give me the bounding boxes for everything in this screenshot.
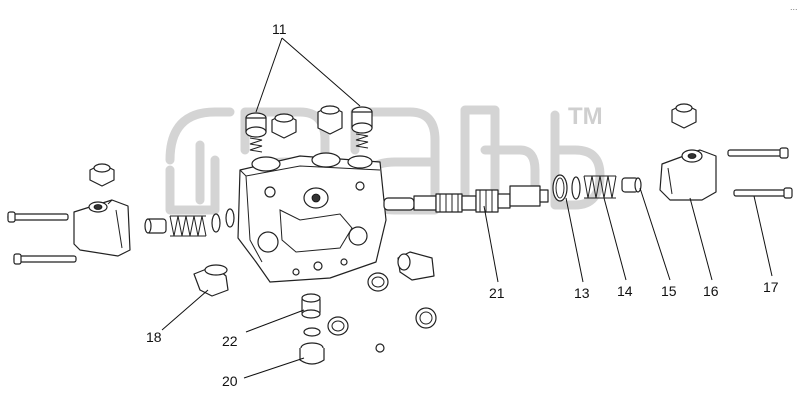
spool [383,185,549,213]
left-washer [211,208,235,233]
right-washer [571,176,581,200]
callout-20: 20 [222,373,238,389]
fitting-22 [301,293,321,319]
right-end-cover [659,149,717,201]
callout-15: 15 [661,283,677,299]
callout-21: 21 [489,285,505,301]
watermark-tm: TM [568,103,603,130]
top-screw-left [245,112,267,153]
top-screw-right [351,106,373,149]
left-cap-nut [89,163,115,187]
callout-22: 22 [222,333,238,349]
side-fitting [397,251,435,281]
right-long-bolt-top [727,147,789,159]
top-cap-nut-a [271,113,297,139]
left-plunger [144,218,167,234]
left-long-bolt-bottom [13,253,77,265]
plug-20 [299,342,325,365]
seal-rings [303,272,437,353]
corner-note: ... [790,2,798,12]
right-spring [583,175,617,199]
callout-13: 13 [574,285,590,301]
callout-17: 17 [763,279,779,295]
top-cap-nut-b [317,105,343,135]
callout-11: 11 [272,21,287,37]
left-long-bolt-top [7,211,69,223]
callout-labels: 11 21 13 14 15 16 17 18 22 20 ... [146,2,798,389]
left-spring [169,215,207,237]
callout-14: 14 [617,283,633,299]
right-seat [621,177,642,193]
right-cap-nut [671,103,697,129]
leader-lines [161,37,773,379]
right-long-bolt-bottom [733,187,793,199]
fitting-18 [193,264,229,297]
callout-16: 16 [703,283,719,299]
callout-18: 18 [146,329,162,345]
left-end-cover [73,199,131,257]
right-o-ring [552,174,568,202]
valve-body [237,152,387,283]
